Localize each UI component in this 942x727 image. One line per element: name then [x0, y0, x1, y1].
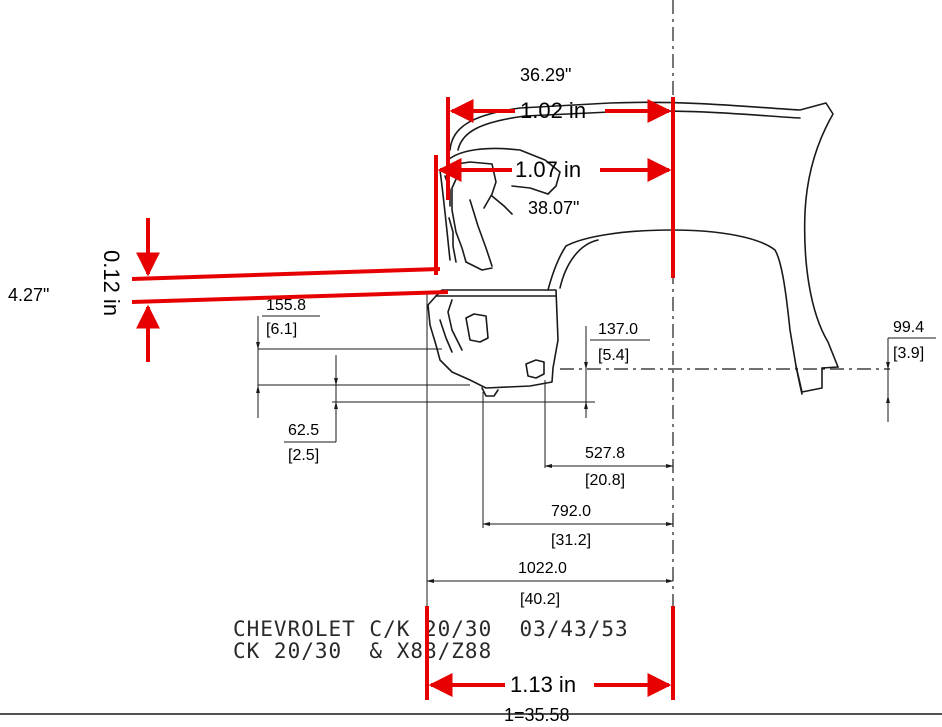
dim-62-mm: 62.5 — [288, 422, 319, 439]
dim-155-mm: 155.8 — [266, 297, 306, 314]
fender-outline — [427, 101, 839, 397]
dimension-labels: 155.8 [6.1] 62.5 [2.5] 137.0 [5.4] 99.4 … — [266, 297, 924, 608]
drawing-caption: CHEVROLET C/K 20/30 03/43/53 CK 20/30 & … — [233, 617, 629, 663]
caption-line-2: CK 20/30 & X88/Z88 — [233, 639, 492, 663]
dimension-lines — [256, 294, 936, 690]
measure-red-0-12: 0.12 in — [99, 250, 124, 316]
dim-527-mm: 527.8 — [585, 445, 625, 462]
dim-99-in: [3.9] — [893, 345, 924, 362]
dim-137-in: [5.4] — [598, 347, 629, 364]
dim-792-mm: 792.0 — [551, 503, 591, 520]
dim-1022-mm: 1022.0 — [518, 560, 567, 577]
dim-792-in: [31.2] — [551, 532, 591, 549]
dim-62-in: [2.5] — [288, 447, 319, 464]
measure-4-27: 4.27" — [8, 285, 49, 305]
measure-red-1-02: 1.02 in — [520, 98, 586, 123]
red-labels: 36.29" 1.02 in 1.07 in 38.07" 4.27" 0.12… — [8, 65, 586, 725]
scale-label: 1=35.58 — [504, 705, 570, 725]
red-overlay — [131, 97, 675, 700]
dim-155-in: [6.1] — [266, 321, 297, 338]
caption-line-1: CHEVROLET C/K 20/30 03/43/53 — [233, 617, 629, 641]
dim-137-mm: 137.0 — [598, 321, 638, 338]
dim-99-mm: 99.4 — [893, 319, 924, 336]
dim-1022-in: [40.2] — [520, 591, 560, 608]
dim-527-in: [20.8] — [585, 472, 625, 489]
measure-38-07: 38.07" — [528, 198, 579, 218]
measure-red-1-13: 1.13 in — [510, 672, 576, 697]
measure-red-1-07: 1.07 in — [515, 157, 581, 182]
measure-36-29: 36.29" — [520, 65, 571, 85]
